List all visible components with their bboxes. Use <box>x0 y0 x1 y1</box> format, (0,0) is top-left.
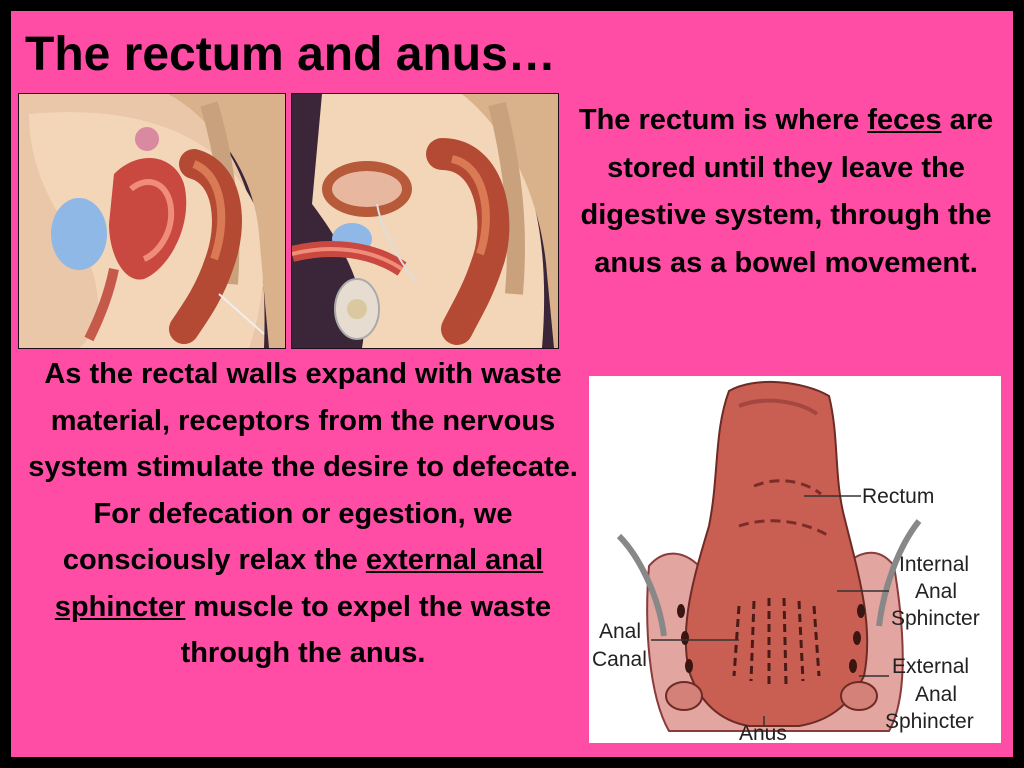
rectum-label: Rectum <box>862 485 934 508</box>
anus-label: Anus <box>739 722 787 743</box>
sphincter-term: sphincter <box>54 590 186 623</box>
rectum-description: The rectum is where feces are stored unt… <box>571 97 1001 287</box>
slide-title: The rectum and anus… <box>25 28 556 81</box>
internal-sphincter-label-1: Internal <box>899 553 969 576</box>
external-sphincter-label-1: External <box>892 655 969 678</box>
male-pelvis-illustration <box>291 93 559 349</box>
external-sphincter-label-2: Anal <box>915 683 957 706</box>
external-anal-term: external anal <box>365 544 544 576</box>
defecation-description: As the rectal walls expand with waste ma… <box>23 351 583 677</box>
female-pelvis-illustration <box>18 93 286 349</box>
slide: The rectum and anus… <box>11 11 1013 757</box>
defecation-description-text-end: muscle to expel the waste through the an… <box>180 590 552 670</box>
anal-canal-label-1: Anal <box>599 620 641 643</box>
internal-sphincter-label-2: Anal <box>915 580 957 603</box>
internal-sphincter-label-3: Sphincter <box>891 607 980 630</box>
anal-canal-label-2: Canal <box>592 648 647 671</box>
rectum-description-text-end: are stored until they leave the digestiv… <box>580 104 994 279</box>
feces-term: feces <box>867 104 942 136</box>
defecation-description-text: As the rectal walls expand with waste ma… <box>28 358 578 576</box>
rectum-anus-diagram: Rectum Internal Anal Sphincter External … <box>589 376 1001 743</box>
rectum-description-text: The rectum is where <box>578 104 868 136</box>
external-sphincter-label-3: Sphincter <box>885 710 974 733</box>
